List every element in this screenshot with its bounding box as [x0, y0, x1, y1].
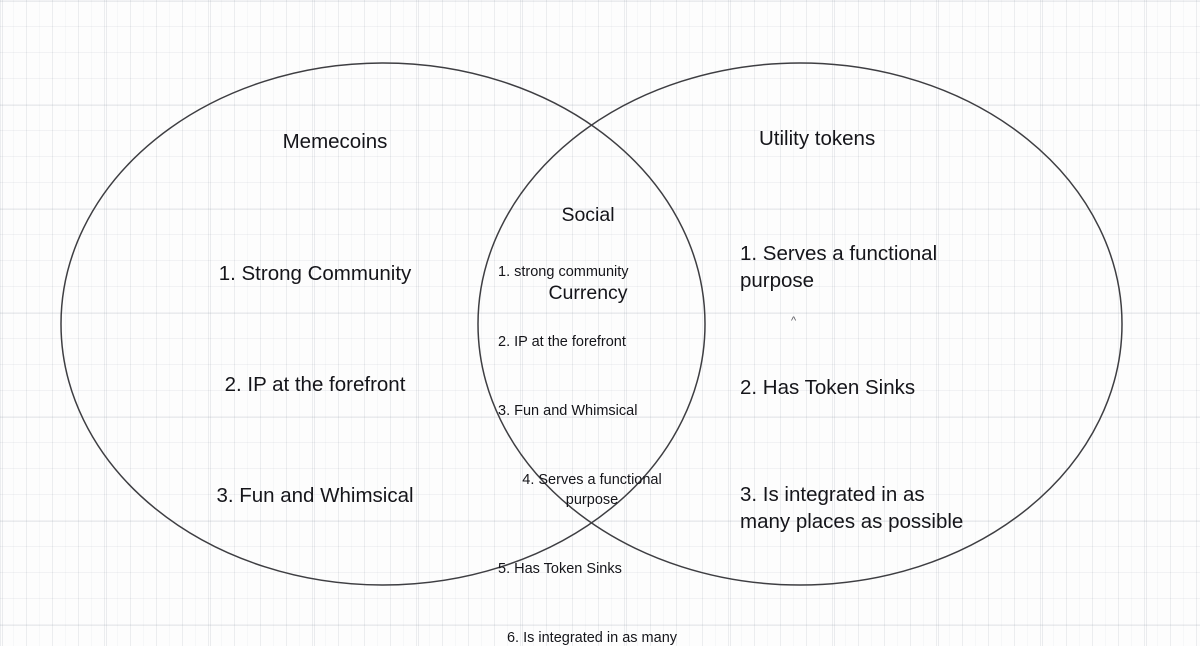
intersection-list-item-4: 4. Serves a functional purpose: [522, 471, 666, 508]
intersection-title: Social Currency: [498, 151, 678, 358]
left-set-title: Memecoins: [282, 130, 388, 153]
right-set-title: Utility tokens: [759, 127, 876, 150]
left-list-item-3: 3. Fun and Whimsical: [216, 484, 414, 508]
right-set-ellipse[interactable]: [477, 62, 1123, 586]
caret-mark-icon: ^: [791, 315, 797, 327]
intersection-title-line-1: Social: [561, 203, 615, 226]
right-list-item-3: 3. Is integrated in as many places as po…: [740, 483, 964, 534]
intersection-list-item-6: 6. Is integrated in as many places as po…: [506, 629, 678, 646]
intersection-list-item-2: 2. IP at the forefront: [498, 333, 626, 350]
intersection-list-item-3: 3. Fun and Whimsical: [498, 402, 638, 419]
right-list-item-1: 1. Serves a functional purpose: [740, 242, 943, 293]
left-list-item-1: 1. Strong Community: [218, 262, 412, 286]
intersection-title-line-2: Currency: [548, 281, 628, 304]
intersection-list: 1. strong community 2. IP at the forefro…: [498, 224, 686, 646]
right-list-item-2: 2. Has Token Sinks: [740, 376, 916, 400]
intersection-list-item-5: 5. Has Token Sinks: [498, 560, 622, 577]
right-set-list: 1. Serves a functional purpose 2. Has To…: [740, 186, 976, 590]
intersection-list-item-1: 1. strong community: [498, 264, 629, 281]
left-list-item-2: 2. IP at the forefront: [224, 373, 406, 397]
left-set-ellipse[interactable]: [60, 62, 706, 586]
left-set-list: 1. Strong Community 2. IP at the forefro…: [146, 206, 484, 564]
